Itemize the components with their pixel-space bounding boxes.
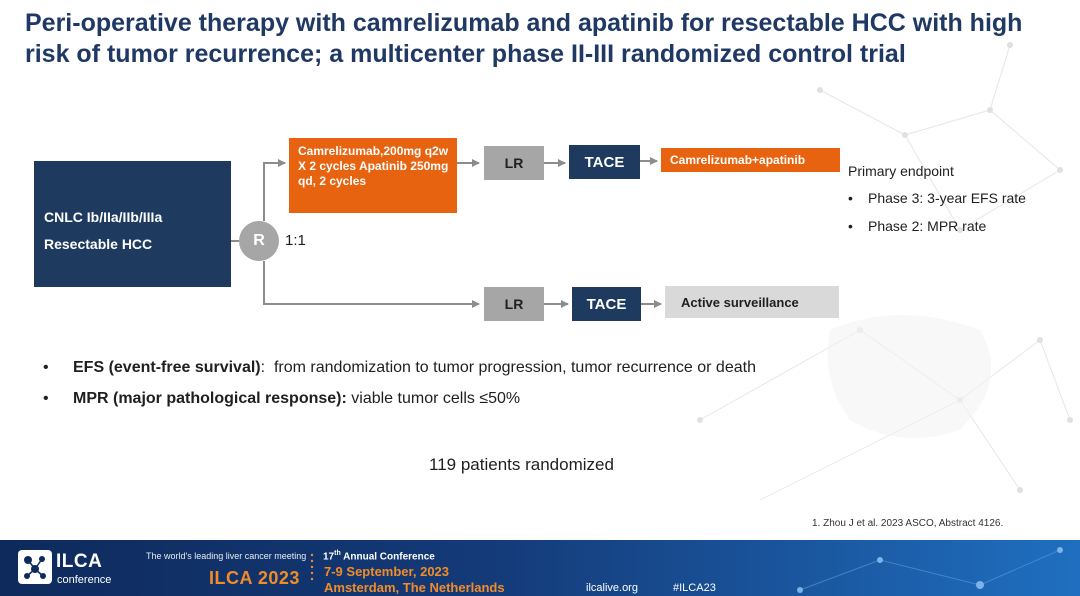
- ilca-logo-subtext: conference: [57, 574, 112, 586]
- population-box: CNLC Ib/IIa/IIb/IIIa Resectable HCC: [34, 161, 231, 287]
- event-dates: 7-9 September, 2023: [324, 564, 450, 579]
- hashtag-text: #ILCA23: [673, 582, 716, 594]
- annual-text: Annual Conference: [340, 551, 435, 563]
- ilca-logo-text: ILCA: [56, 551, 103, 572]
- definition-item: • MPR (major pathological response): via…: [43, 383, 943, 414]
- annual-ordinal: th: [334, 550, 341, 557]
- bullet-glyph: •: [848, 190, 853, 206]
- randomization-ratio: 1:1: [285, 232, 306, 249]
- background-network-decoration: [697, 42, 1073, 501]
- annual-conference-label: 17th Annual Conference: [323, 550, 435, 562]
- bullet-glyph: •: [848, 218, 853, 234]
- patients-randomized-text: 119 patients randomized: [429, 455, 614, 474]
- primary-endpoint-item: • Phase 2: MPR rate: [848, 212, 1048, 240]
- randomization-circle: R: [239, 221, 279, 261]
- conference-footer: ILCA conference The world's leading live…: [0, 540, 1080, 596]
- event-name: ILCA 2023: [209, 568, 300, 588]
- arm1-neoadjuvant-box: Camrelizumab,200mg q2w X 2 cycles Apatin…: [289, 138, 457, 213]
- arm1-lr-box: LR: [484, 146, 544, 180]
- arm2-lr-box: LR: [484, 287, 544, 321]
- arm2-tace-box: TACE: [572, 287, 641, 321]
- slide-title: Peri-operative therapy with camrelizumab…: [25, 9, 1023, 68]
- definition-text: from randomization to tumor progression,…: [273, 359, 756, 376]
- arm2-surveillance-box: Active surveillance: [665, 286, 839, 318]
- definition-item: • EFS (event-free survival): from random…: [43, 352, 943, 383]
- primary-endpoint-panel: Primary endpoint • Phase 3: 3-year EFS r…: [848, 160, 1048, 240]
- website-link[interactable]: ilcalive.org: [586, 582, 638, 594]
- primary-endpoint-list: • Phase 3: 3-year EFS rate • Phase 2: MP…: [848, 184, 1048, 240]
- ilca-logo-icon: [18, 550, 52, 584]
- dots-separator-icon: [310, 553, 314, 581]
- footer-tagline: The world's leading liver cancer meeting: [146, 551, 307, 561]
- primary-endpoint-item: • Phase 3: 3-year EFS rate: [848, 184, 1048, 212]
- primary-endpoint-text: Phase 2: MPR rate: [868, 218, 987, 234]
- definitions-list: • EFS (event-free survival): from random…: [43, 352, 943, 414]
- definition-term: EFS (event-free survival): [73, 359, 261, 376]
- population-stage-label: CNLC Ib/IIa/IIb/IIIa: [44, 209, 163, 225]
- reference-note: 1. Zhou J et al. 2023 ASCO, Abstract 412…: [812, 518, 1004, 529]
- definition-text: viable tumor cells ≤50%: [351, 390, 521, 407]
- primary-endpoint-text: Phase 3: 3-year EFS rate: [868, 190, 1026, 206]
- annual-number: 17: [323, 551, 335, 563]
- event-city: Amsterdam, The Netherlands: [324, 580, 505, 595]
- bullet-glyph: •: [43, 359, 49, 376]
- bullet-glyph: •: [43, 390, 49, 407]
- definition-separator: :: [260, 359, 266, 376]
- population-resectable-label: Resectable HCC: [44, 236, 153, 252]
- arm1-tace-box: TACE: [569, 145, 640, 179]
- arm1-adjuvant-box: Camrelizumab+apatinib: [661, 148, 840, 172]
- footer-network-decoration: [797, 547, 1063, 593]
- definition-term: MPR (major pathological response):: [73, 390, 347, 407]
- primary-endpoint-heading: Primary endpoint: [848, 163, 954, 179]
- flow-connectors: [231, 157, 662, 308]
